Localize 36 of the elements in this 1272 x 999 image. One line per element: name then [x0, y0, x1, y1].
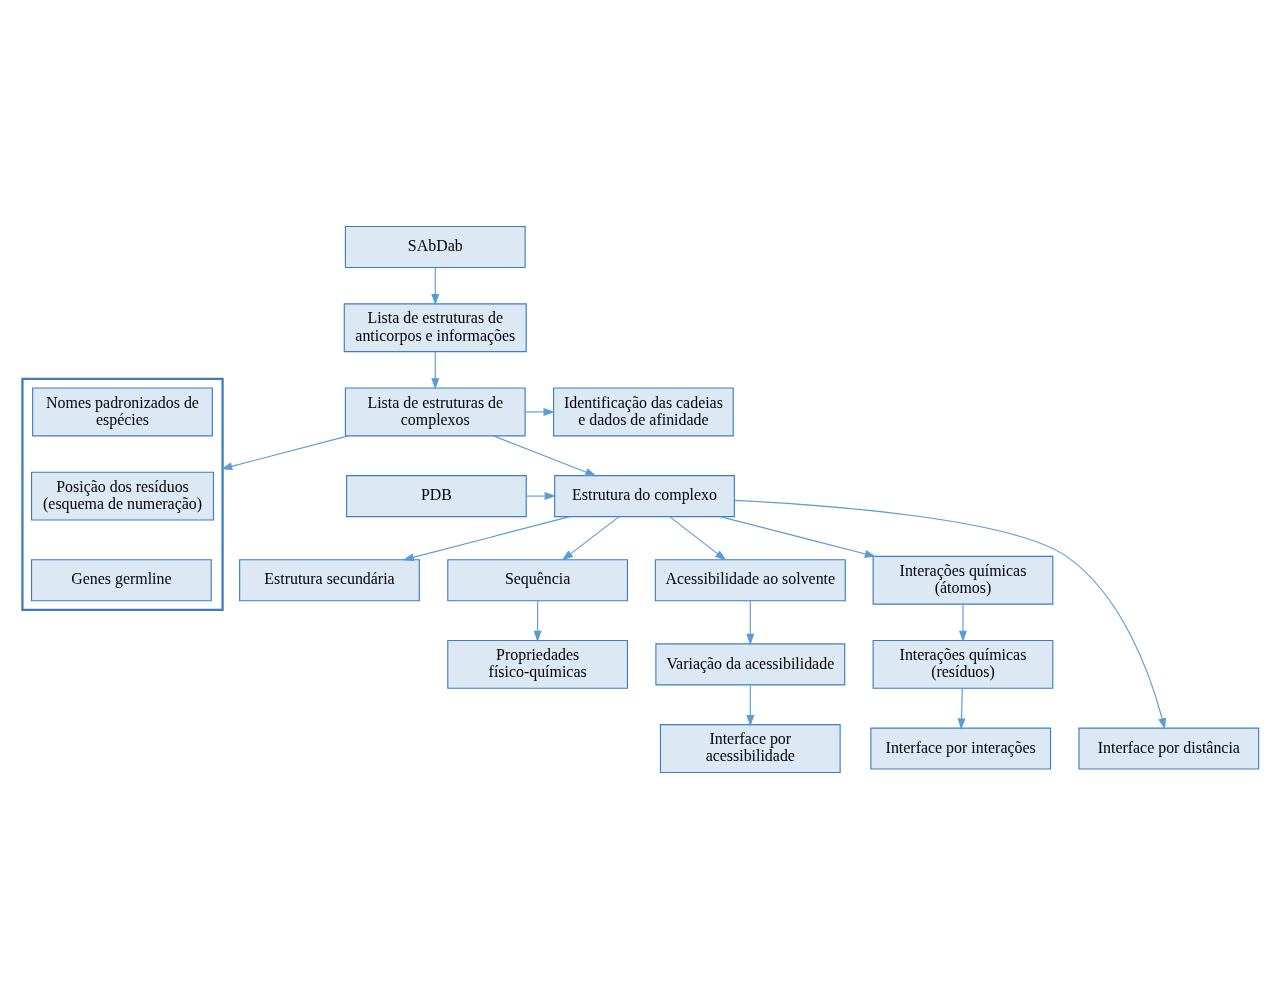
- arrow: [524, 407, 555, 416]
- node-box: Genes germline: [30, 559, 212, 602]
- node-box: Posição dos resíduos (esquema de numeração): [30, 471, 215, 521]
- arrow: [746, 600, 755, 646]
- node-box: Interface por acessibilidade: [659, 724, 841, 774]
- arrow: [719, 516, 877, 558]
- node-box: Identificação das cadeias e dados de afinidade: [552, 387, 734, 437]
- node-box: Lista de estruturas de complexos: [344, 387, 526, 437]
- node-box: Variação da acessibilidade: [655, 643, 846, 686]
- arrow: [957, 687, 966, 730]
- arrow: [533, 600, 542, 643]
- arrow: [220, 435, 349, 471]
- node-box: Propriedades físico-químicas: [447, 639, 629, 689]
- node-box: Acessibilidade ao solvente: [654, 559, 846, 602]
- arrow: [402, 516, 571, 562]
- arrow: [526, 492, 556, 501]
- arrow: [431, 267, 440, 306]
- node-box: Interface por distância: [1078, 727, 1260, 770]
- arrow: [431, 351, 440, 390]
- arrow: [561, 516, 620, 561]
- node-box: SAbDab: [344, 226, 526, 269]
- node-box: PDB: [346, 475, 527, 518]
- node-box: Lista de estruturas de anticorpos e informações: [343, 303, 527, 353]
- arrow: [669, 516, 727, 561]
- cluster: [21, 377, 224, 611]
- arrow: [746, 684, 755, 727]
- arrow: [493, 435, 597, 477]
- node-box: Interações químicas (resíduos): [872, 639, 1054, 689]
- arrow: [734, 499, 1167, 730]
- node-box: Interações químicas (átomos): [872, 555, 1054, 605]
- arrow: [959, 603, 967, 643]
- node-box: Estrutura do complexo: [554, 475, 735, 518]
- node-box: Nomes padronizados de espécies: [32, 387, 213, 437]
- node-box: Sequência: [447, 559, 629, 602]
- node-box: Estrutura secundária: [239, 559, 420, 602]
- node-box: Interface por interações: [870, 727, 1052, 770]
